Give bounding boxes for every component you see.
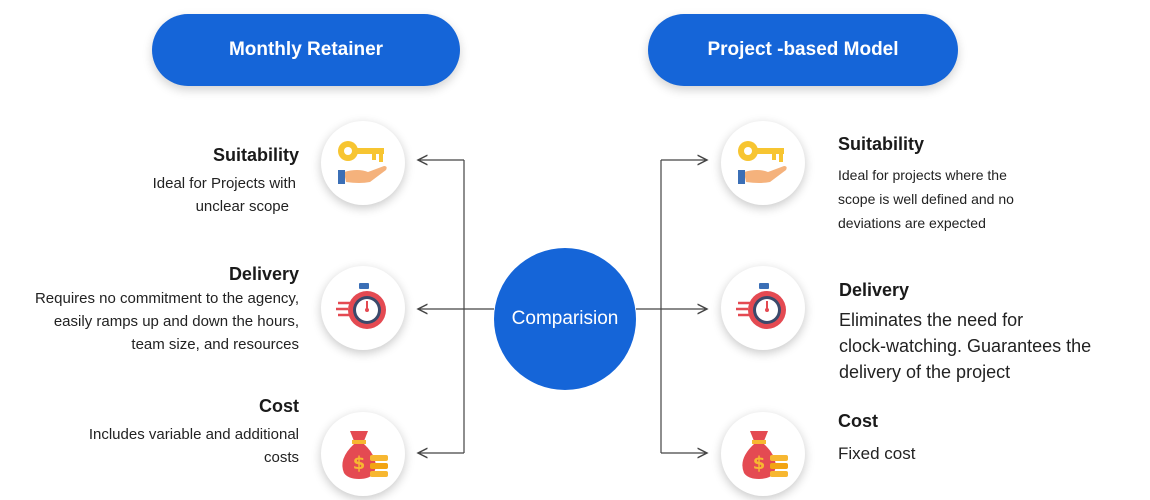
right-delivery-block: Delivery Eliminates the need for clock-w…: [839, 280, 1139, 385]
left-cost-title: Cost: [259, 396, 299, 416]
left-suitability-title: Suitability: [212, 145, 299, 165]
svg-text:$: $: [353, 453, 366, 474]
left-delivery-desc-2: easily ramps up and down the hours,: [53, 313, 299, 330]
left-cost-icon-circle: $: [321, 412, 405, 496]
right-suitability-desc-1: Ideal for projects where the: [838, 167, 1007, 183]
comparison-label: Comparision: [511, 308, 619, 329]
left-delivery-block: Delivery Requires no commitment to the a…: [0, 264, 299, 356]
left-delivery-desc-3: team size, and resources: [131, 336, 299, 353]
right-suitability-title: Suitability: [838, 134, 925, 154]
left-cost-desc-1: Includes variable and additional: [88, 426, 299, 443]
right-suitability-icon-circle: [721, 121, 805, 205]
right-suitability-block: Suitability Ideal for projects where the…: [838, 134, 1138, 235]
project-based-model-header: Project -based Model: [648, 14, 958, 86]
svg-text:$: $: [753, 453, 766, 474]
key-hand-icon: [338, 141, 387, 184]
money-bag-icon: $: [742, 431, 788, 479]
left-suitability-icon-circle: [321, 121, 405, 205]
stopwatch-icon: [736, 283, 786, 329]
right-suitability-desc-2: scope is well defined and no: [838, 191, 1014, 207]
right-delivery-desc-3: delivery of the project: [839, 362, 1011, 382]
monthly-retainer-header: Monthly Retainer: [152, 14, 460, 86]
left-suitability-block: Suitability Ideal for Projects with uncl…: [0, 145, 299, 218]
right-delivery-desc-2: clock-watching. Guarantees the: [839, 336, 1092, 356]
right-delivery-icon-circle: [721, 266, 805, 350]
left-delivery-title: Delivery: [228, 264, 299, 284]
right-cost-desc-1: Fixed cost: [838, 444, 916, 463]
key-hand-icon: [738, 141, 787, 184]
left-suitability-desc-1: Ideal for Projects with: [152, 175, 296, 192]
left-cost-block: Cost Includes variable and additional co…: [0, 396, 299, 469]
right-suitability-desc-3: deviations are expected: [838, 215, 986, 231]
left-suitability-desc-2: unclear scope: [195, 198, 289, 215]
comparison-circle: Comparision: [494, 248, 636, 390]
right-delivery-title: Delivery: [839, 280, 910, 300]
right-cost-icon-circle: $: [721, 412, 805, 496]
right-delivery-desc-1: Eliminates the need for: [839, 310, 1024, 330]
left-delivery-icon-circle: [321, 266, 405, 350]
money-bag-icon: $: [342, 431, 388, 479]
right-cost-block: Cost Fixed cost: [838, 411, 1138, 465]
left-delivery-desc-1: Requires no commitment to the agency,: [34, 290, 299, 307]
left-cost-desc-2: costs: [263, 449, 299, 466]
right-cost-title: Cost: [838, 411, 878, 431]
stopwatch-icon: [336, 283, 386, 329]
